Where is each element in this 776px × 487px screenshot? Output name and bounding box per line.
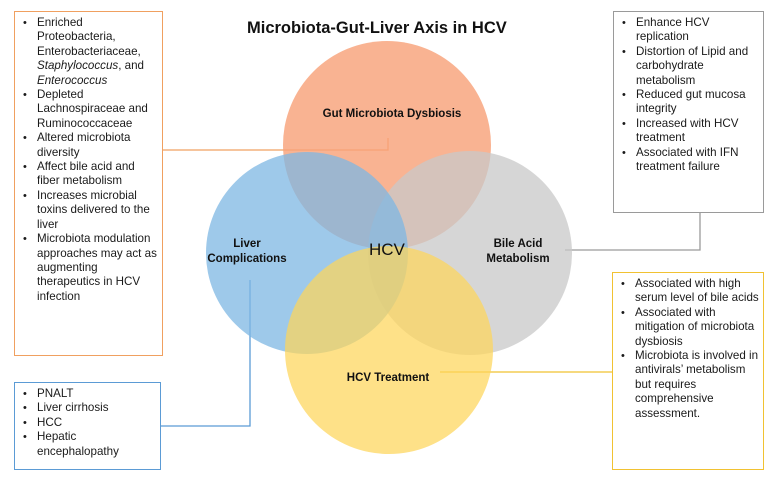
list-item: Enhance HCV replication bbox=[622, 16, 759, 45]
bile-connector-line bbox=[565, 213, 701, 251]
list-item: PNALT bbox=[23, 387, 156, 402]
bile-acid-box: Enhance HCV replication Distortion of Li… bbox=[613, 11, 764, 213]
list-item: Associated with high serum level of bile… bbox=[621, 277, 759, 306]
bile-acid-list: Enhance HCV replication Distortion of Li… bbox=[614, 16, 759, 174]
gut-dysbiosis-box: Enriched Proteobacteria, Enterobacteriac… bbox=[14, 11, 163, 356]
list-item: Increases microbial toxins delivered to … bbox=[23, 189, 158, 232]
liver-complications-box: PNALT Liver cirrhosis HCC Hepatic enceph… bbox=[14, 382, 161, 470]
list-item: Hepatic encephalopathy bbox=[23, 430, 156, 459]
list-item: Altered microbiota diversity bbox=[23, 131, 158, 160]
bile-circle-label: Bile Acid Metabolism bbox=[468, 237, 568, 267]
liver-complications-list: PNALT Liver cirrhosis HCC Hepatic enceph… bbox=[15, 387, 156, 459]
liver-label-line1: Liver bbox=[233, 238, 261, 250]
list-item: Associated with IFN treatment failure bbox=[622, 146, 759, 175]
list-item: Increased with HCV treatment bbox=[622, 117, 759, 146]
bile-label-line2: Metabolism bbox=[486, 253, 550, 265]
list-item: Depleted Lachnospiraceae and Ruminococca… bbox=[23, 88, 158, 131]
gut-circle-label: Gut Microbiota Dysbiosis bbox=[322, 108, 462, 120]
list-item: Associated with mitigation of microbiota… bbox=[621, 306, 759, 349]
liver-label-line2: Complications bbox=[207, 253, 287, 265]
list-item: Microbiota is involved in antivirals’ me… bbox=[621, 349, 759, 421]
list-item: HCC bbox=[23, 416, 156, 431]
liver-circle-label: Liver Complications bbox=[199, 237, 295, 267]
treatment-circle-label: HCV Treatment bbox=[346, 372, 430, 384]
hcv-treatment-box: Associated with high serum level of bile… bbox=[612, 272, 764, 470]
diagram-title: Microbiota-Gut-Liver Axis in HCV bbox=[247, 19, 507, 37]
gut-dysbiosis-list: Enriched Proteobacteria, Enterobacteriac… bbox=[15, 16, 158, 304]
list-item-text: , and bbox=[118, 59, 144, 73]
bile-label-line1: Bile Acid bbox=[493, 238, 543, 250]
hcv-treatment-list: Associated with high serum level of bile… bbox=[613, 277, 759, 421]
list-item: Distortion of Lipid and carbohydrate met… bbox=[622, 45, 759, 88]
list-item: Reduced gut mucosa integrity bbox=[622, 88, 759, 117]
list-item-text: Enriched Proteobacteria, Enterobacteriac… bbox=[37, 16, 141, 58]
list-item: Microbiota modulation approaches may act… bbox=[23, 232, 158, 304]
list-item: Enriched Proteobacteria, Enterobacteriac… bbox=[23, 16, 158, 88]
list-item: Affect bile acid and fiber metabolism bbox=[23, 160, 158, 189]
list-item-italic: Staphylococcus bbox=[37, 59, 119, 73]
list-item-italic: Enterococcus bbox=[37, 73, 108, 87]
treatment-circle bbox=[285, 246, 493, 454]
hcv-center-label: HCV bbox=[369, 240, 405, 259]
list-item: Liver cirrhosis bbox=[23, 401, 156, 416]
